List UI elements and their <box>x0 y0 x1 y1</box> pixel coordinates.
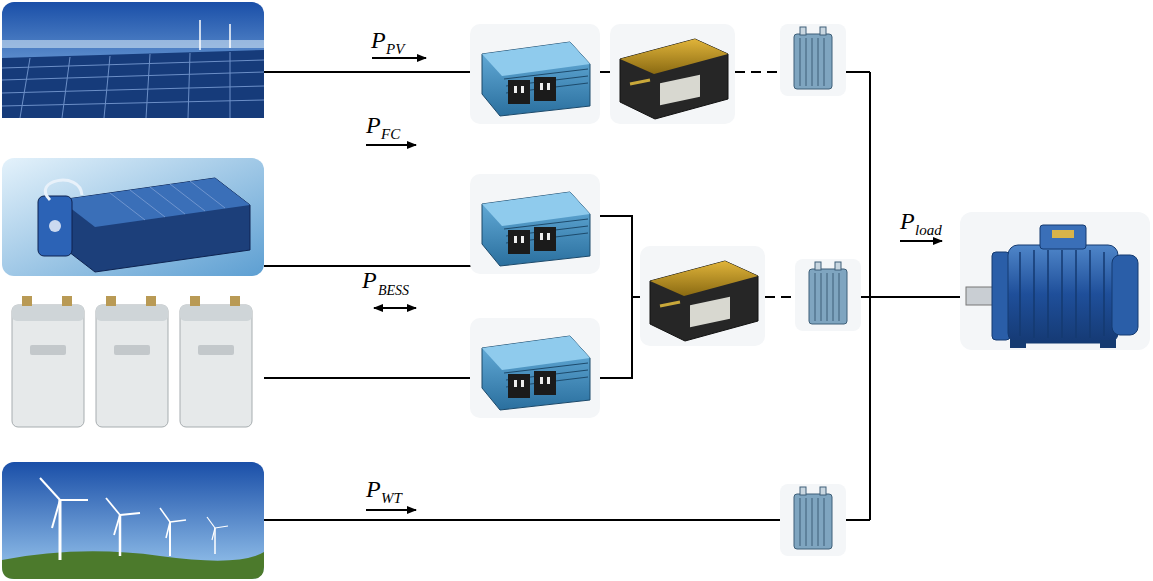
fuel-cell-picture <box>2 158 264 276</box>
transformer-picture <box>795 259 861 331</box>
power-symbol: P <box>366 113 381 137</box>
transformer-picture <box>780 24 846 96</box>
power-subscript: FC <box>381 127 400 142</box>
wind-farm-picture <box>2 462 264 579</box>
inverter-picture <box>470 318 600 418</box>
motor-picture <box>960 212 1150 350</box>
power-symbol: P <box>900 209 915 233</box>
power-symbol: P <box>371 28 386 52</box>
transformer-picture <box>780 484 846 556</box>
pv-array-picture <box>2 2 264 118</box>
battery-picture <box>12 296 252 427</box>
inverter-picture <box>470 174 600 274</box>
power-symbol: P <box>362 268 377 292</box>
wiring <box>264 72 966 520</box>
power-symbol: P <box>366 477 381 501</box>
inverter-picture <box>470 24 600 124</box>
flow-arrow <box>366 58 942 510</box>
power-subscript: PV <box>386 42 404 57</box>
power-subscript: load <box>915 223 942 238</box>
power-subscript: WT <box>381 491 402 506</box>
converter-picture <box>610 24 735 124</box>
converter-picture <box>640 246 765 346</box>
power-subscript: BESS <box>378 284 409 298</box>
